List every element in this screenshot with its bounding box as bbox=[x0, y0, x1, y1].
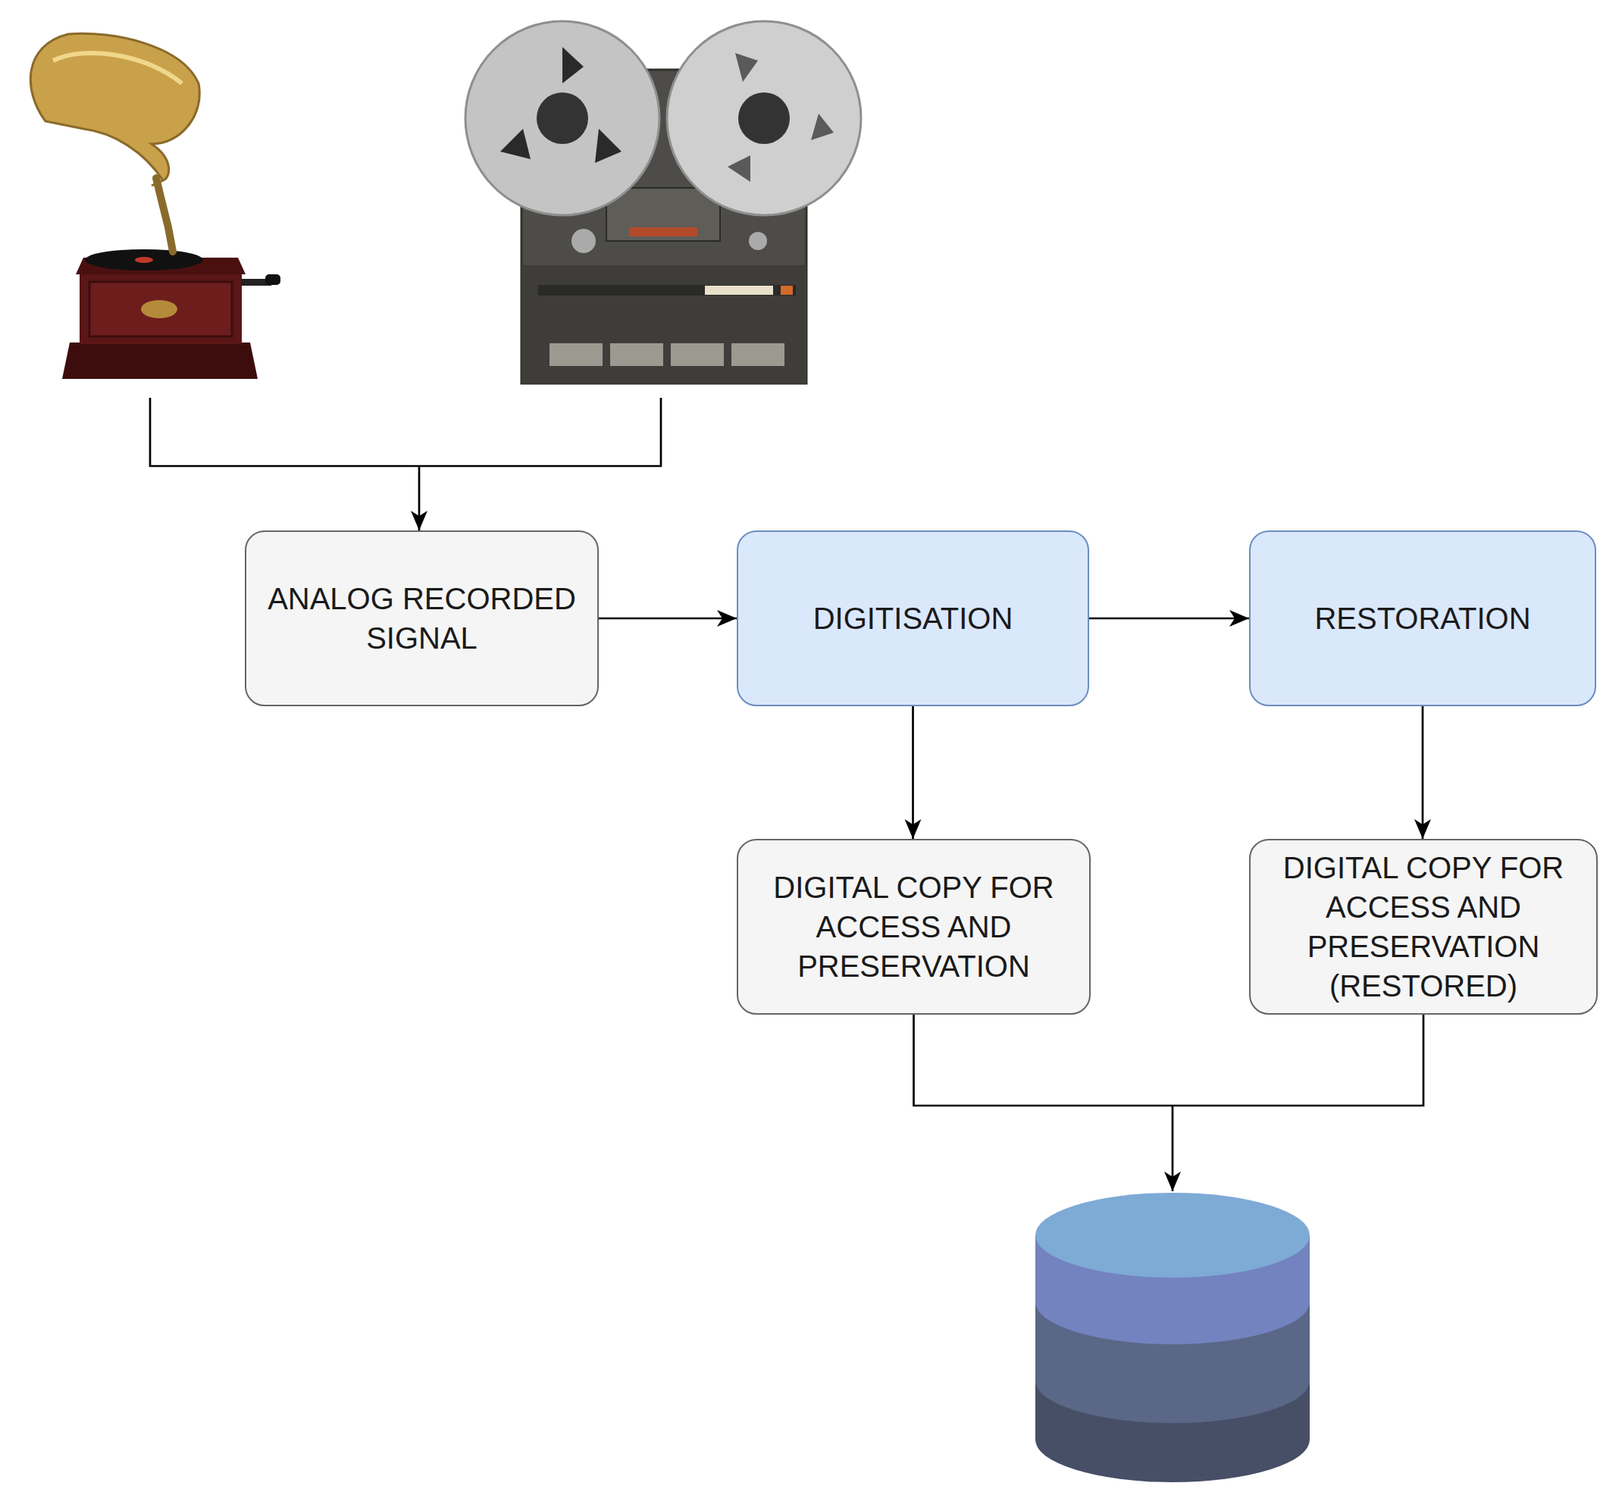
gramophone-illustration bbox=[30, 33, 281, 379]
tape-recorder-illustration bbox=[465, 21, 862, 384]
tape-recorder-body bbox=[521, 69, 807, 384]
flow-arrow bbox=[598, 617, 737, 620]
gramophone-base bbox=[62, 342, 258, 379]
process-box: DIGITISATION bbox=[736, 530, 1090, 707]
tape-reel-holes bbox=[500, 46, 622, 163]
text-wrap: DIGITISATION bbox=[813, 598, 1014, 639]
gramophone-emblem bbox=[140, 300, 178, 319]
tape-recorder-guide bbox=[571, 228, 596, 254]
gramophone-record bbox=[84, 249, 204, 271]
box-label: DIGITAL COPY FOR ACCESS AND PRESERVATION bbox=[747, 867, 1081, 987]
box-label: DIGITISATION bbox=[813, 598, 1014, 639]
process-box: ANALOG RECORDED SIGNAL bbox=[244, 530, 599, 707]
flow-arrow bbox=[1421, 706, 1425, 840]
tape-reel-holes bbox=[727, 53, 834, 182]
tape-recorder-meter bbox=[670, 343, 724, 367]
database-arrow bbox=[1171, 1105, 1175, 1192]
text-wrap: DIGITAL COPY FOR ACCESS AND PRESERVATION… bbox=[1259, 848, 1588, 1006]
source-arrow bbox=[418, 466, 421, 531]
tape-reel bbox=[666, 21, 862, 216]
box-label: ANALOG RECORDED SIGNAL bbox=[255, 579, 589, 658]
output-box: DIGITAL COPY FOR ACCESS AND PRESERVATION… bbox=[1249, 839, 1598, 1015]
tape-recorder-meter bbox=[610, 343, 664, 367]
output-box: DIGITAL COPY FOR ACCESS AND PRESERVATION bbox=[736, 839, 1091, 1015]
tape-recorder-buttons bbox=[780, 285, 793, 295]
database-top bbox=[1035, 1192, 1310, 1278]
text-wrap: RESTORATION bbox=[1314, 598, 1531, 639]
tape-recorder-guide bbox=[748, 231, 768, 251]
tape-recorder-buttons bbox=[704, 285, 774, 295]
text-wrap: ANALOG RECORDED SIGNAL bbox=[255, 579, 589, 658]
gramophone-crank-knob bbox=[265, 274, 281, 285]
flow-arrow bbox=[911, 706, 915, 840]
source-bracket-line bbox=[150, 397, 661, 467]
tape-reel bbox=[465, 21, 660, 216]
gramophone-label bbox=[134, 256, 154, 264]
database-cylinder bbox=[1035, 1192, 1310, 1483]
tape-reel-hub bbox=[738, 92, 790, 145]
box-label: RESTORATION bbox=[1314, 598, 1531, 639]
tape-recorder-buttons bbox=[538, 284, 796, 296]
gramophone-tonearm bbox=[156, 178, 173, 252]
gramophone-panel bbox=[89, 281, 232, 337]
flow-arrow bbox=[1089, 617, 1250, 620]
gramophone-horn-shine bbox=[53, 53, 182, 84]
gramophone-horn bbox=[30, 33, 200, 186]
merge-line bbox=[914, 1014, 1425, 1106]
tape-recorder-window bbox=[629, 227, 698, 237]
tape-recorder-head bbox=[606, 187, 721, 242]
tape-recorder-meter bbox=[731, 343, 785, 367]
gramophone-cabinet bbox=[79, 274, 242, 345]
text-wrap: DIGITAL COPY FOR ACCESS AND PRESERVATION bbox=[747, 867, 1081, 987]
process-box: RESTORATION bbox=[1249, 530, 1597, 707]
tape-reel-hub bbox=[536, 92, 589, 145]
tape-recorder-panel bbox=[521, 265, 807, 384]
tape-recorder-meter bbox=[549, 343, 603, 367]
box-label: DIGITAL COPY FOR ACCESS AND PRESERVATION… bbox=[1259, 848, 1588, 1006]
